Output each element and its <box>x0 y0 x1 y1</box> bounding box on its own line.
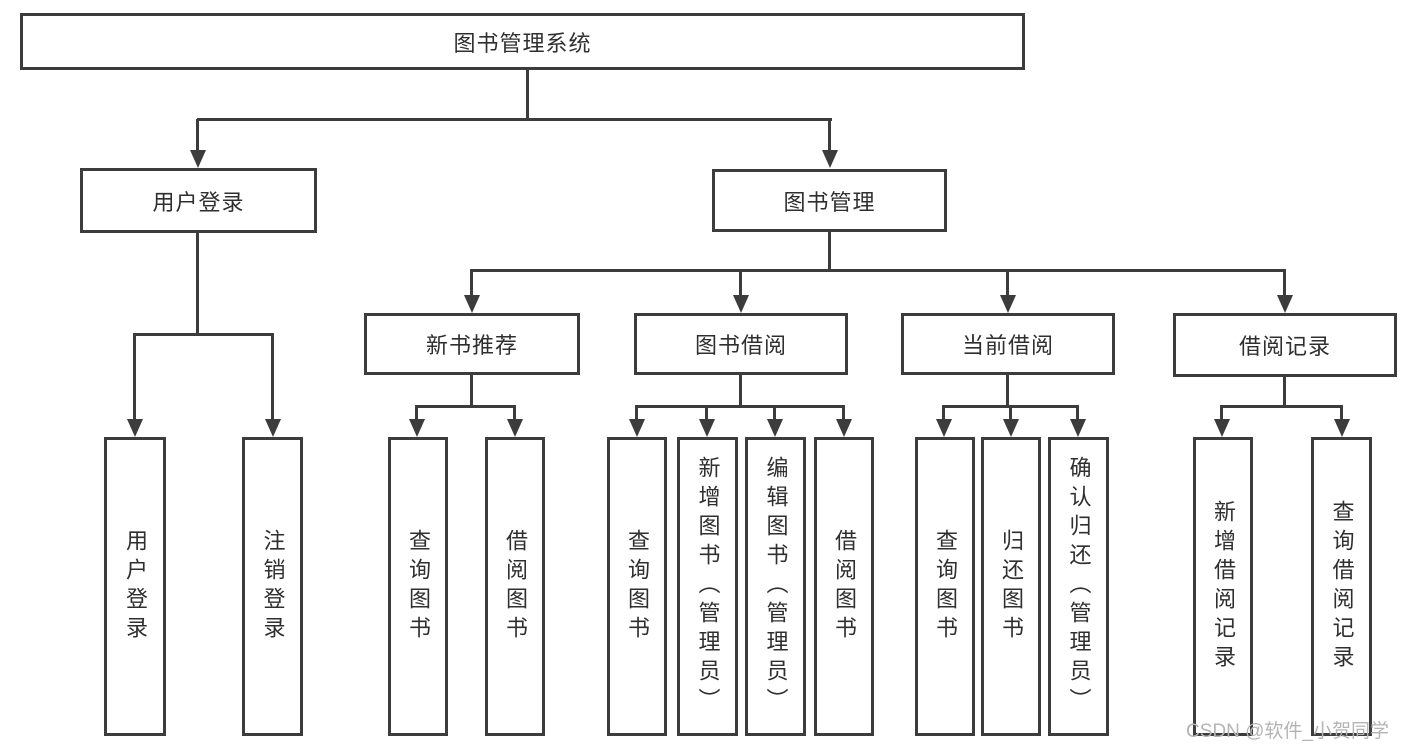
leaf-borrow-book-rec: 借阅图书 <box>485 437 545 736</box>
leaf-query-book-rec-label: 查询图书 <box>406 528 431 645</box>
node-book-mgmt-label: 图书管理 <box>783 189 876 215</box>
arrow-to-current-borrow <box>999 271 1016 313</box>
leaf-query-borrow-record: 查询借阅记录 <box>1311 437 1372 736</box>
arrow-to-book-borrow <box>732 271 749 313</box>
leaf-confirm-return-admin: 确认归还（管理员） <box>1048 437 1109 736</box>
arrow-to-query-book-current <box>935 407 952 437</box>
connector-borrow-records-horizontal <box>1220 405 1343 408</box>
connector-book-mgmt-horizontal <box>470 269 1286 272</box>
connector-current-borrow-vertical <box>1006 375 1009 408</box>
node-current-borrow: 当前借阅 <box>901 313 1115 375</box>
arrow-to-edit-book-admin <box>766 407 783 437</box>
leaf-confirm-return-admin-label: 确认归还（管理员） <box>1066 456 1092 717</box>
leaf-borrow-book-borrow: 借阅图书 <box>814 437 874 736</box>
arrow-to-add-book-admin <box>698 407 715 437</box>
arrow-to-borrow-book-borrow <box>835 407 852 437</box>
leaf-user-login-label: 用户登录 <box>123 528 148 645</box>
arrow-to-user-login <box>189 119 206 168</box>
node-book-borrow-label: 图书借阅 <box>694 333 787 358</box>
connector-user-login-horizontal <box>133 333 274 336</box>
connector-new-book-rec-horizontal <box>415 405 516 408</box>
node-new-book-rec: 新书推荐 <box>364 313 580 375</box>
leaf-borrow-book-rec-label: 借阅图书 <box>503 528 528 645</box>
leaf-add-borrow-record: 新增借阅记录 <box>1193 437 1253 736</box>
leaf-add-book-admin: 新增图书（管理员） <box>677 437 738 736</box>
arrow-to-borrow-book-rec <box>506 407 523 437</box>
node-book-borrow: 图书借阅 <box>634 313 848 375</box>
connector-current-borrow-horizontal <box>942 405 1079 408</box>
leaf-return-book: 归还图书 <box>981 437 1041 736</box>
leaf-query-book-current-label: 查询图书 <box>933 528 958 645</box>
arrow-to-return-book <box>1002 407 1019 437</box>
leaf-borrow-book-borrow-label: 借阅图书 <box>832 528 857 645</box>
arrow-to-borrow-records <box>1276 271 1293 313</box>
node-book-mgmt: 图书管理 <box>712 169 947 232</box>
node-root: 图书管理系统 <box>20 13 1025 70</box>
arrow-to-leaf-logout <box>264 335 281 437</box>
connector-borrow-records-vertical <box>1283 377 1286 408</box>
leaf-query-borrow-record-label: 查询借阅记录 <box>1329 499 1355 674</box>
node-borrow-records: 借阅记录 <box>1173 313 1397 377</box>
leaf-return-book-label: 归还图书 <box>999 528 1024 645</box>
leaf-query-book-rec: 查询图书 <box>388 437 448 736</box>
connector-root-horizontal <box>197 118 832 121</box>
arrow-to-query-book-borrow <box>628 407 645 437</box>
leaf-edit-book-admin: 编辑图书（管理员） <box>745 437 806 736</box>
node-new-book-rec-label: 新书推荐 <box>425 333 518 358</box>
arrow-to-new-book-rec <box>463 271 480 313</box>
leaf-query-book-borrow: 查询图书 <box>607 437 667 736</box>
arrow-to-leaf-user-login <box>126 335 143 437</box>
leaf-edit-book-admin-label: 编辑图书（管理员） <box>763 456 789 717</box>
leaf-add-book-admin-label: 新增图书（管理员） <box>695 456 721 717</box>
arrow-to-query-borrow-record <box>1333 407 1350 437</box>
arrow-to-book-mgmt <box>821 119 838 168</box>
watermark-text: CSDN @软件_小贺同学 <box>1186 721 1389 742</box>
arrow-to-query-book-rec <box>408 407 425 437</box>
connector-user-login-vertical <box>196 233 199 335</box>
connector-book-mgmt-vertical <box>828 232 831 272</box>
leaf-query-book-current: 查询图书 <box>915 437 975 736</box>
node-borrow-records-label: 借阅记录 <box>1238 334 1331 359</box>
leaf-logout: 注销登录 <box>242 437 303 736</box>
leaf-user-login: 用户登录 <box>104 437 166 736</box>
node-user-login: 用户登录 <box>80 168 317 233</box>
leaf-query-book-borrow-label: 查询图书 <box>625 528 650 645</box>
node-root-label: 图书管理系统 <box>453 30 592 56</box>
arrow-to-confirm-return <box>1069 407 1086 437</box>
connector-root-vertical <box>526 70 529 120</box>
leaf-logout-label: 注销登录 <box>260 528 286 645</box>
arrow-to-add-borrow-record <box>1213 407 1230 437</box>
leaf-add-borrow-record-label: 新增借阅记录 <box>1211 499 1236 674</box>
node-current-borrow-label: 当前借阅 <box>961 333 1054 358</box>
connector-book-borrow-horizontal <box>635 405 845 408</box>
node-user-login-label: 用户登录 <box>152 189 245 215</box>
connector-new-book-rec-vertical <box>470 375 473 408</box>
connector-book-borrow-vertical <box>739 375 742 408</box>
